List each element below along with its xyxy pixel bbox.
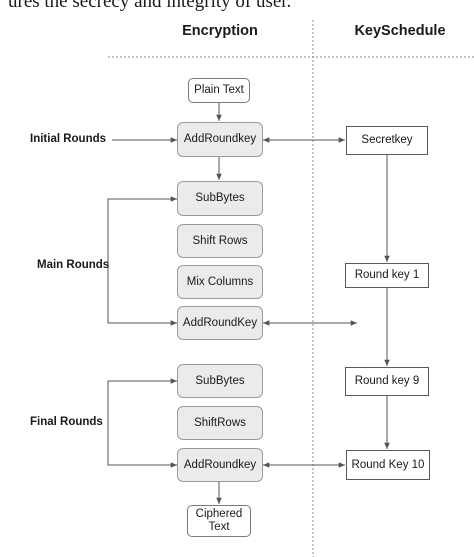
main-rounds-loop-top bbox=[107, 196, 177, 266]
add-round-key-final-node: AddRoundkey bbox=[177, 448, 263, 482]
final-rounds-label: Final Rounds bbox=[30, 416, 103, 428]
round-key-9-node: Round key 9 bbox=[345, 367, 429, 396]
shift-rows-final-node: ShiftRows bbox=[177, 406, 263, 440]
final-rounds-loop-top bbox=[107, 378, 177, 422]
shift-rows-main-node: Shift Rows bbox=[177, 224, 263, 258]
round-key-10-node: Round Key 10 bbox=[346, 450, 430, 480]
caption-fragment: ures the secrecy and integrity of user. bbox=[8, 0, 292, 12]
sub-bytes-main-node: SubBytes bbox=[177, 181, 263, 216]
round-key-1-node: Round key 1 bbox=[345, 263, 429, 288]
key-schedule-column-title: KeySchedule bbox=[354, 23, 446, 39]
secret-key-node: Secretkey bbox=[346, 126, 428, 155]
initial-rounds-label: Initial Rounds bbox=[30, 133, 107, 145]
main-rounds-loop-bottom bbox=[107, 266, 177, 326]
ciphered-text-node: Ciphered Text bbox=[187, 505, 251, 537]
add-round-key-initial-node: AddRoundkey bbox=[177, 122, 263, 157]
main-rounds-label: Main Rounds bbox=[37, 259, 110, 271]
encryption-column-title: Encryption bbox=[182, 23, 258, 39]
add-round-key-main-node: AddRoundKey bbox=[177, 306, 263, 340]
final-rounds-loop-bottom bbox=[107, 422, 177, 468]
plain-text-node: Plain Text bbox=[188, 78, 250, 103]
sub-bytes-final-node: SubBytes bbox=[177, 364, 263, 398]
mix-columns-node: Mix Columns bbox=[177, 265, 263, 299]
